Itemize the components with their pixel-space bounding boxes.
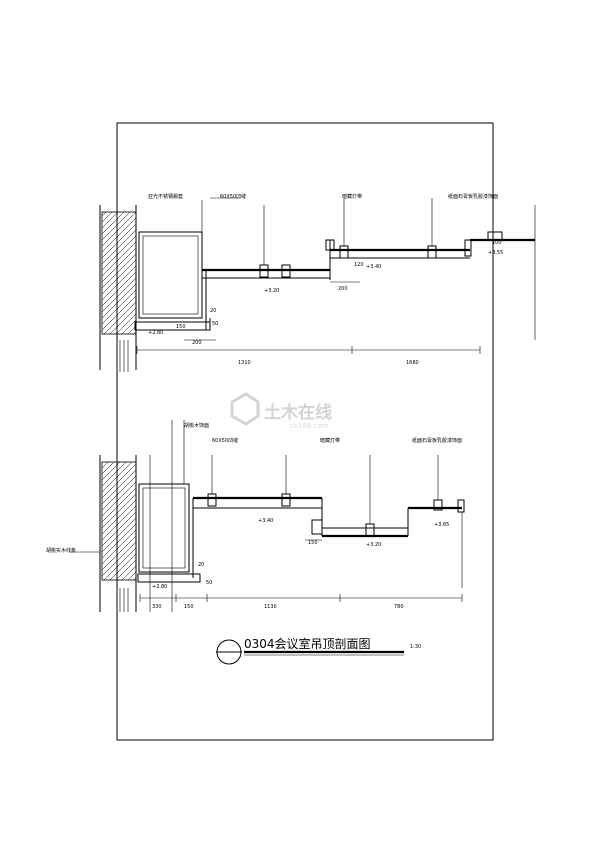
s1-elev-340: +3.40 bbox=[366, 264, 381, 270]
s2-dim-780: 780 bbox=[394, 604, 404, 610]
s1-dim-200-step: 200 bbox=[338, 286, 348, 292]
s2-elev-340: +3.40 bbox=[258, 518, 273, 524]
s1-label-steel: 亚光不锈钢踢套 bbox=[148, 193, 183, 200]
s2-dim-1130: 1130 bbox=[264, 604, 277, 610]
s1-label-light-strip: 暗藏灯带 bbox=[342, 193, 362, 200]
s2-dim-20: 20 bbox=[198, 562, 204, 568]
drawing-border bbox=[116, 122, 494, 741]
s1-dim-200-bottom: 200 bbox=[192, 340, 202, 346]
drawing-scale: 1:30 bbox=[410, 644, 421, 650]
s2-label-gypsum: 纸面石膏板乳胶漆饰面 bbox=[412, 437, 462, 444]
wall-hatch bbox=[101, 211, 137, 335]
s1-dim-100: 100 bbox=[492, 240, 502, 246]
watermark-text: 土木在线 bbox=[264, 402, 332, 423]
s2-dim-50: 50 bbox=[206, 580, 212, 586]
s1-elev-280: +2.80 bbox=[148, 330, 163, 336]
drawing-title: 0304会议室吊顶剖面图 bbox=[244, 636, 371, 651]
s2-dim-150: 150 bbox=[184, 604, 194, 610]
s2-elev-365: +3.65 bbox=[434, 522, 449, 528]
s1-elev-320: +3.20 bbox=[264, 288, 279, 294]
s2-label-groove: 60X50凹缝 bbox=[212, 437, 238, 444]
s1-dim-1310: 1310 bbox=[238, 360, 251, 366]
s1-label-groove: 60X50凹缝 bbox=[220, 193, 246, 200]
watermark: 土木在线 co188.com bbox=[230, 392, 332, 430]
s1-dim-150: 150 bbox=[176, 324, 186, 330]
drawing-title-block: 0304会议室吊顶剖面图 1:30 bbox=[216, 636, 421, 665]
s1-dim-20: 20 bbox=[210, 308, 216, 314]
section-1: 亚光不锈钢踢套 60X50凹缝 暗藏灯带 纸面石膏板乳胶漆饰面 +2.80 +3… bbox=[99, 193, 536, 372]
s1-dim-120: 120 bbox=[354, 262, 364, 268]
s2-dim-330: 330 bbox=[152, 604, 162, 610]
s2-elev-320: +3.20 bbox=[366, 542, 381, 548]
section-2: 胡桃木饰面 60X50凹缝 暗藏灯带 纸面石膏板乳胶漆饰面 胡桃实木线条 +2.… bbox=[46, 420, 465, 612]
s2-elev-280: +2.80 bbox=[152, 584, 167, 590]
s1-label-gypsum: 纸面石膏板乳胶漆饰面 bbox=[448, 193, 498, 200]
s2-label-walnut-trim: 胡桃实木线条 bbox=[46, 547, 76, 554]
watermark-logo-icon bbox=[230, 392, 260, 426]
s2-dim-150-step: 150 bbox=[308, 540, 318, 546]
s1-elev-355: +3.55 bbox=[488, 250, 503, 256]
s1-dim-50: 50 bbox=[212, 321, 218, 327]
wall-hatch-2 bbox=[101, 461, 137, 581]
s1-dim-1680: 1680 bbox=[406, 360, 419, 366]
s2-label-walnut: 胡桃木饰面 bbox=[184, 422, 209, 429]
s2-label-light-strip: 暗藏灯带 bbox=[320, 437, 340, 444]
watermark-url: co188.com bbox=[290, 422, 329, 430]
